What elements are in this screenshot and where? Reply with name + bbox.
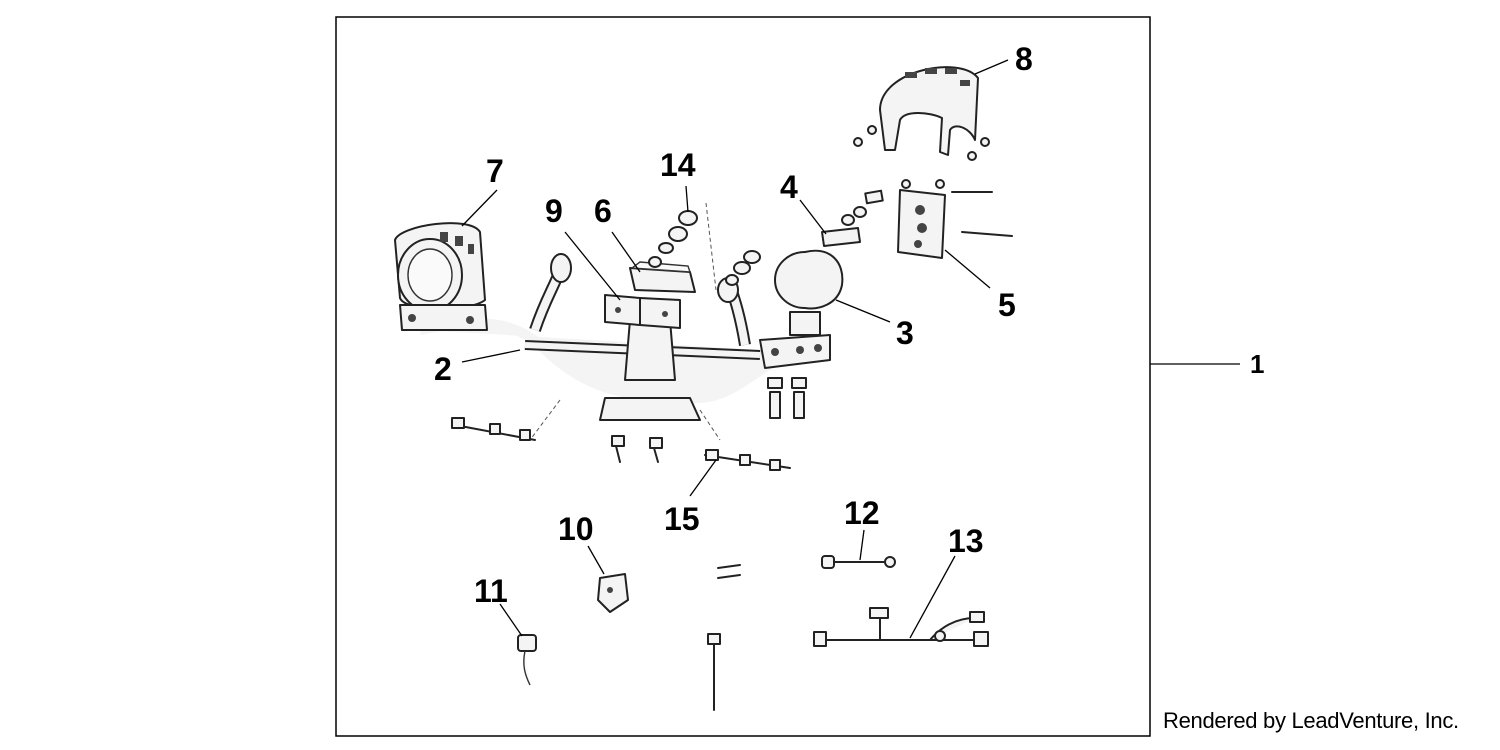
part-5-mount-plate — [897, 179, 1013, 259]
part-3-lamp — [759, 249, 844, 419]
callout-2: 2 — [434, 351, 452, 387]
callout-11: 11 — [474, 573, 508, 609]
callout-labels: 7 14 9 6 4 8 5 3 2 15 10 12 13 11 1 — [434, 41, 1264, 609]
part-12-fuse-lead — [821, 555, 896, 569]
leader-lines — [461, 59, 1009, 639]
callout-14: 14 — [660, 147, 696, 183]
part-6-bracket — [629, 261, 696, 293]
callout-3: 3 — [896, 315, 914, 351]
part-7-lamp-clamp — [394, 222, 488, 331]
callout-8: 8 — [1015, 41, 1033, 77]
callout-5: 5 — [998, 287, 1016, 323]
part-2-crossbar — [419, 253, 802, 441]
callout-6: 6 — [594, 193, 612, 229]
misc-screws — [707, 564, 741, 711]
part-13-wiring-harness — [813, 607, 989, 647]
callout-4: 4 — [780, 169, 798, 205]
render-credit: Rendered by LeadVenture, Inc. — [1163, 708, 1459, 733]
part-4-clamp — [821, 189, 884, 247]
diagram-frame — [335, 16, 1151, 737]
callout-15: 15 — [664, 501, 700, 537]
callout-9: 9 — [545, 193, 563, 229]
part-10-clip — [597, 573, 629, 613]
part-11-switch — [517, 634, 537, 686]
callout-13: 13 — [948, 523, 984, 559]
callout-1: 1 — [1250, 349, 1264, 379]
callout-10: 10 — [558, 511, 594, 547]
part-8-upper-clamp — [853, 66, 990, 161]
part-15-bolts — [451, 417, 791, 471]
callout-7: 7 — [486, 153, 504, 189]
part-9-bracket — [604, 294, 681, 329]
callout-12: 12 — [844, 495, 880, 531]
